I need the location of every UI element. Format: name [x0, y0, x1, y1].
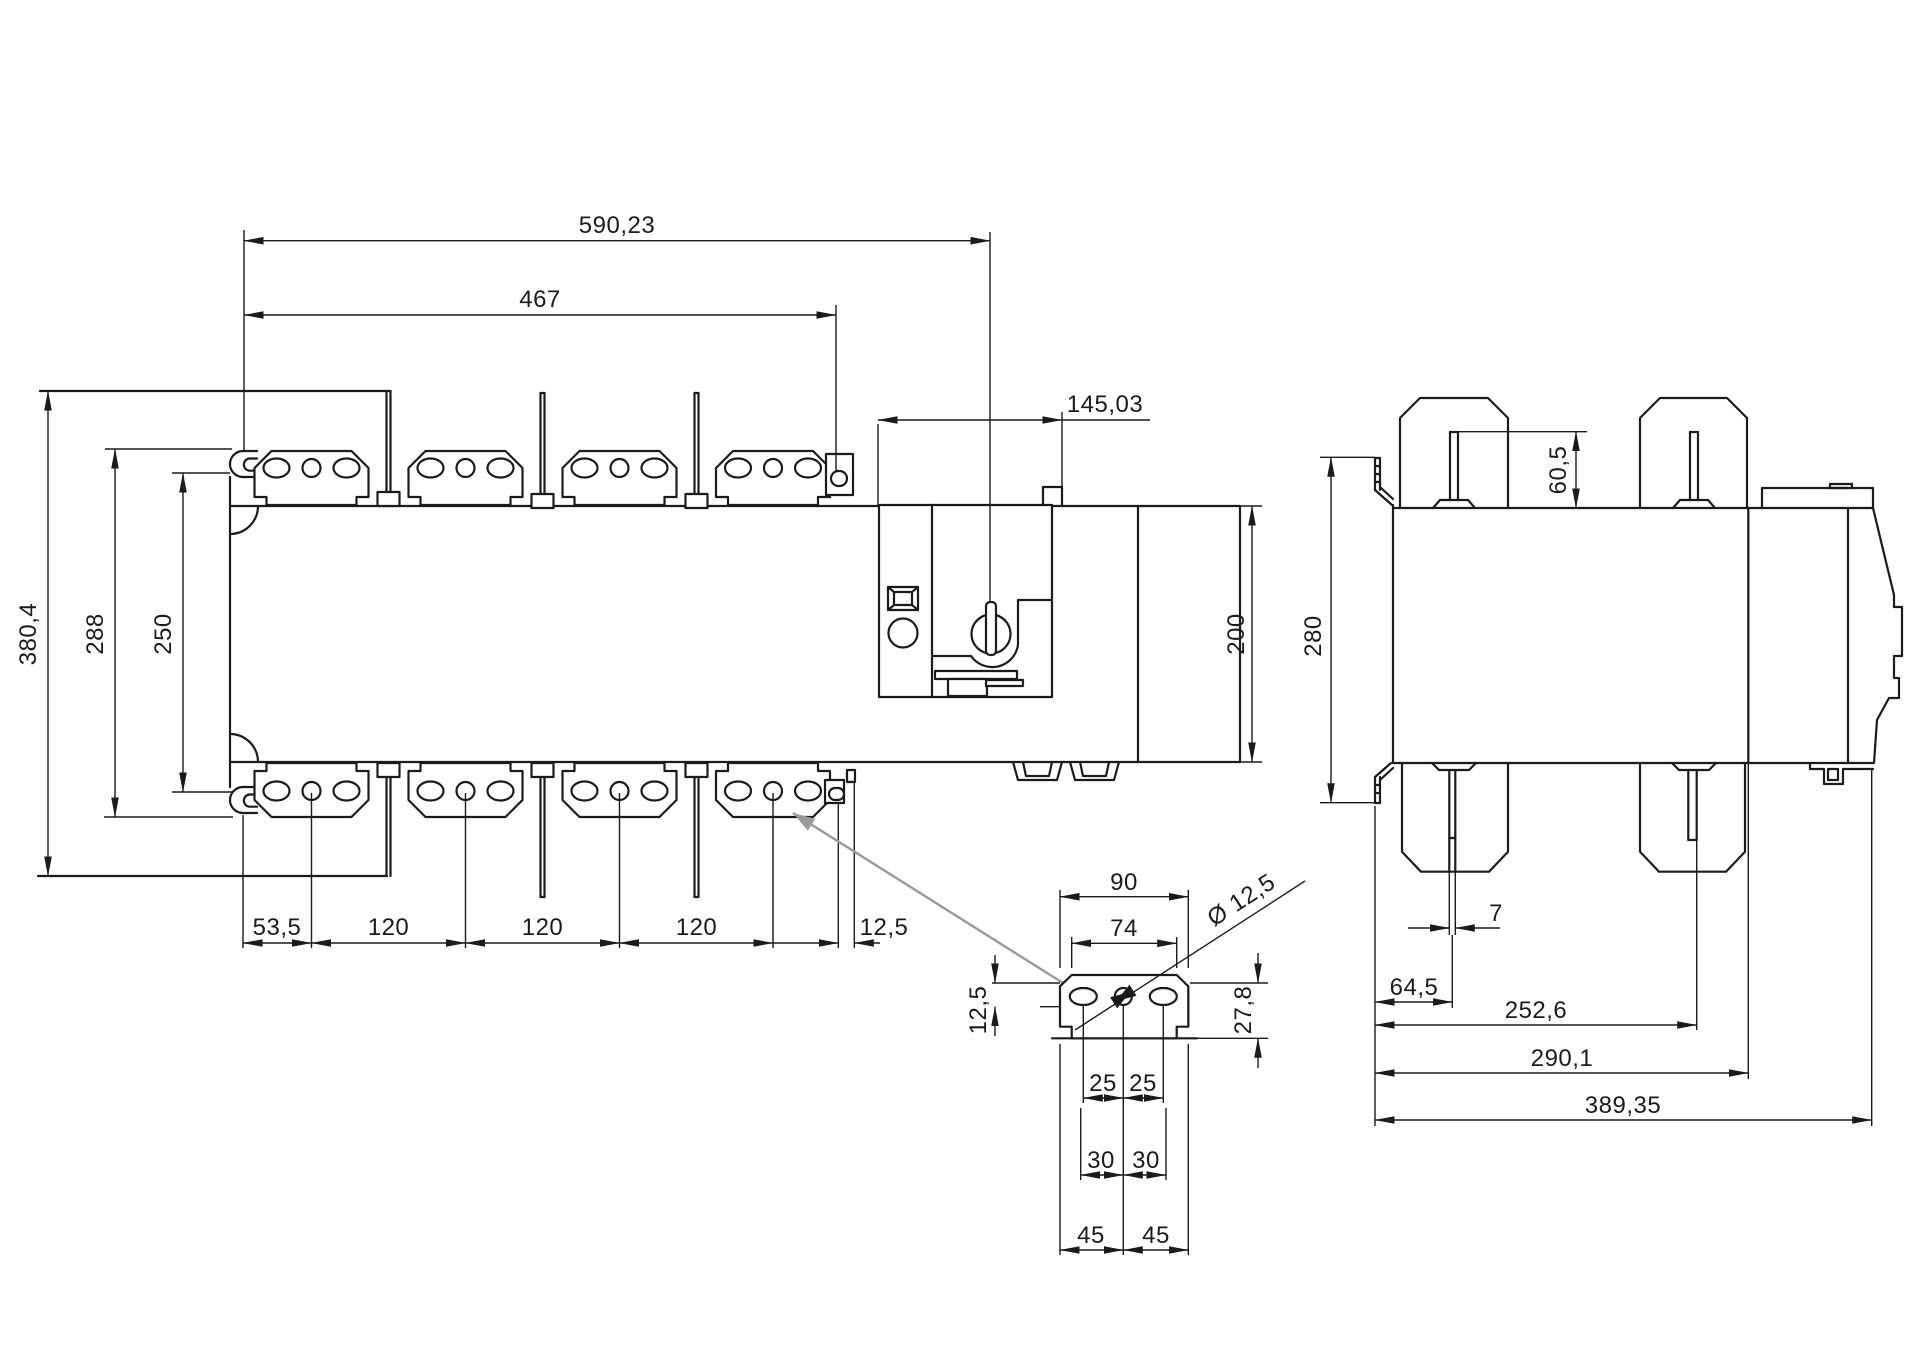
side-bracket-top — [1373, 456, 1395, 507]
left-slot-bottom — [228, 785, 259, 815]
handle-recess — [930, 598, 1054, 669]
rotary-handle-grip — [984, 600, 998, 657]
detail-terminal-block — [1058, 973, 1190, 1040]
dim-detail-25b: 25 — [1129, 1070, 1157, 1097]
dim-detail-tab-height: 27,8 — [1230, 986, 1257, 1035]
dim-body-depth: 200 — [1223, 613, 1250, 655]
side-bracket-bottom — [1373, 761, 1395, 805]
dim-side-overall-depth: 389,35 — [1585, 1092, 1661, 1119]
side-view: 60,5 280 7 64,5 252,6 290,1 389,35 — [1300, 396, 1904, 1126]
dim-detail-30a: 30 — [1087, 1147, 1115, 1174]
dim-detail-25a: 25 — [1089, 1070, 1117, 1097]
mounting-ear-bottom — [823, 768, 857, 805]
side-barrier-bottom-2 — [1638, 761, 1747, 873]
dim-detail-45b: 45 — [1142, 1222, 1170, 1249]
dim-panel-width: 145,03 — [1067, 391, 1143, 418]
dim-overall-height: 380,4 — [15, 603, 42, 666]
dim-side-overall-height: 280 — [1300, 615, 1327, 657]
dim-chain-120a: 120 — [368, 914, 410, 941]
mounting-ear-top — [824, 452, 855, 497]
dim-slot-width: 7 — [1489, 900, 1503, 927]
leader-arrowhead — [793, 813, 816, 831]
front-view: 590,23 467 145,03 200 380,4 288 250 — [15, 212, 1262, 985]
side-barrier-top-1 — [1398, 396, 1510, 510]
dim-height-250: 250 — [150, 613, 177, 655]
dim-detail-width: 90 — [1110, 869, 1138, 896]
indicator-window — [886, 585, 920, 612]
dim-chain-120b: 120 — [522, 914, 564, 941]
side-panel-cap — [1760, 486, 1875, 510]
nameplate — [933, 669, 1025, 698]
bottom-dimension-chain: 53,5 120 120 120 12,5 — [242, 782, 909, 948]
phase-separator-bottom-first — [376, 761, 401, 878]
terminal-detail-view: 90 74 12,5 27,8 Ø 12,5 25 25 30 30 — [965, 869, 1306, 1255]
left-slot-top — [228, 449, 259, 479]
detail-callout-leader — [792, 811, 1064, 985]
dim-side-body-depth: 290,1 — [1531, 1045, 1594, 1072]
operator-panel — [877, 503, 1054, 699]
front-view-dimensions: 590,23 467 145,03 200 380,4 288 250 — [15, 212, 1262, 948]
dim-height-288: 288 — [82, 613, 109, 655]
side-body — [1391, 482, 1904, 786]
side-latch — [1808, 761, 1875, 786]
side-handle-profile — [1871, 506, 1904, 765]
dim-chain-120c: 120 — [676, 914, 718, 941]
side-barrier-top-2 — [1638, 396, 1749, 510]
dim-chain-12-5: 12,5 — [860, 914, 909, 941]
phase-separators — [376, 389, 709, 899]
dim-detail-inner-width: 74 — [1110, 915, 1138, 942]
dim-detail-45a: 45 — [1077, 1222, 1105, 1249]
dim-detail-30b: 30 — [1132, 1147, 1160, 1174]
padlock-hole — [887, 617, 919, 649]
dia-arrowhead-in — [1116, 984, 1137, 1002]
side-view-dimensions: 60,5 280 7 64,5 252,6 290,1 389,35 — [1300, 431, 1873, 1126]
dim-slot2-offset: 252,6 — [1505, 997, 1568, 1024]
detail-dimensions: 90 74 12,5 27,8 Ø 12,5 25 25 30 30 — [965, 869, 1306, 1255]
dim-overall-width: 590,23 — [579, 212, 655, 239]
dim-inner-width: 467 — [519, 286, 561, 313]
dim-barrier-height: 60,5 — [1545, 446, 1572, 495]
dim-detail-hole-offset: 12,5 — [965, 986, 992, 1035]
dim-slot-offset: 64,5 — [1390, 974, 1439, 1001]
dim-chain-53-5: 53,5 — [253, 914, 302, 941]
